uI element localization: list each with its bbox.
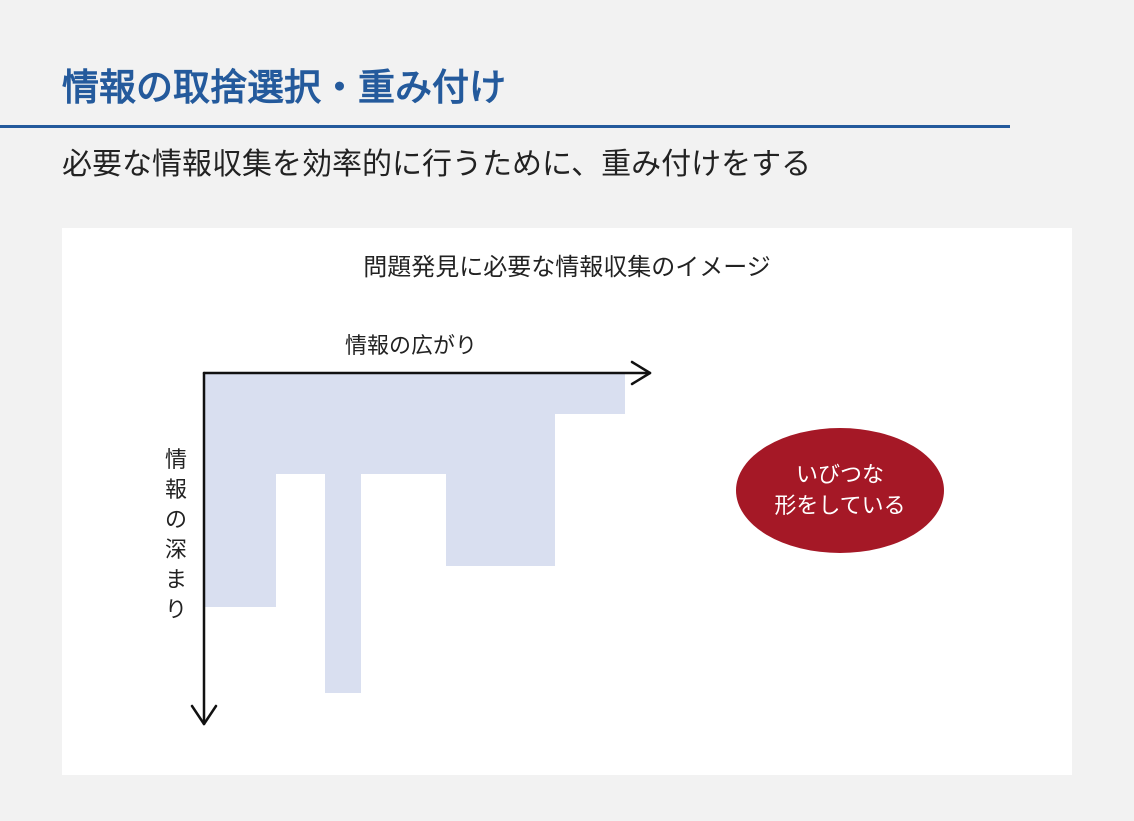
- x-axis-label: 情報の広がり: [345, 334, 478, 359]
- information-depth-breadth-shape: [204, 373, 625, 693]
- information-shape-diagram: [190, 360, 652, 726]
- page-subtitle: 必要な情報収集を効率的に行うために、重み付けをする: [62, 147, 812, 182]
- title-divider: [0, 125, 1010, 128]
- diagram-title: 問題発見に必要な情報収集のイメージ: [363, 253, 771, 281]
- page-title: 情報の取捨選択・重み付け: [62, 66, 506, 109]
- callout-line-1: いびつな: [795, 462, 884, 488]
- y-axis-arrow-icon: [190, 704, 218, 726]
- y-axis-label: 情報の深まり: [164, 448, 187, 623]
- callout-ellipse: いびつな 形をしている: [736, 428, 944, 553]
- callout-line-2: 形をしている: [774, 493, 906, 519]
- callout-text: いびつな 形をしている: [774, 460, 905, 522]
- diagram-panel: 問題発見に必要な情報収集のイメージ 情報の広がり 情報の深まり いびつな 形をし…: [62, 228, 1072, 775]
- x-axis-arrow-icon: [630, 360, 652, 386]
